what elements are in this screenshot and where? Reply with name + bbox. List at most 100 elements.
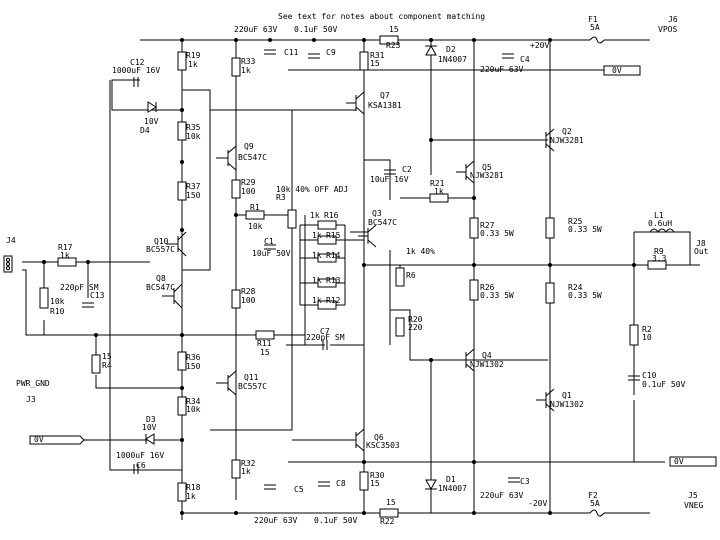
label-c2-ref: C2 — [402, 165, 412, 174]
label-r18-val: 1k — [186, 492, 196, 501]
rail-labels: +20V -20V 0V 0V 0V — [34, 41, 684, 508]
label-r31-val: 15 — [370, 59, 380, 68]
rail-label-neg: -20V — [528, 499, 547, 508]
label-r2-ref: R2 — [642, 325, 652, 334]
label-q4-val: NJW1302 — [470, 360, 504, 369]
label-q9-val: BC547C — [238, 153, 267, 162]
label-j8-ref: J8 — [696, 239, 706, 248]
label-c7-val: 220pF SM — [306, 333, 345, 342]
label-r13-ref: R13 — [326, 276, 341, 285]
label-r22-ref: R22 — [380, 517, 395, 526]
label-c5-ref: C5 — [294, 485, 304, 494]
label-r34-ref: R34 — [186, 397, 201, 406]
label-c12-ref: C12 — [130, 58, 145, 67]
label-r3-val: 10k 40% OFF ADJ — [276, 185, 348, 194]
label-j3-ref: J3 — [26, 395, 36, 404]
label-r15-ref: R15 — [326, 231, 341, 240]
label-c9-ref: C9 — [326, 48, 336, 57]
label-q8-ref: Q8 — [156, 274, 166, 283]
label-j6-ref: J6 — [668, 15, 678, 24]
rail-label-pos: +20V — [530, 41, 549, 50]
label-d3-val: 10V — [142, 423, 157, 432]
label-j5-ref: J5 — [688, 491, 698, 500]
schematic-title: See text for notes about component match… — [278, 12, 485, 21]
diode-symbols — [145, 44, 437, 491]
label-r6-val: 1k 40% — [406, 247, 435, 256]
label-j6-val: VPOS — [658, 25, 677, 34]
label-r4-ref: R4 — [102, 361, 112, 370]
label-r19-ref: R19 — [186, 51, 201, 60]
label-r15-val: 1k — [312, 231, 322, 240]
label-q7-val: KSA1381 — [368, 101, 402, 110]
label-r26-val: 0.33 5W — [480, 291, 514, 300]
label-r26-ref: R26 — [480, 283, 495, 292]
label-l1-ref: L1 — [654, 211, 664, 220]
label-j4-ref: J4 — [6, 236, 16, 245]
label-r23-ref: R23 — [386, 41, 401, 50]
label-r11-val: 15 — [260, 348, 270, 357]
label-q10-val: BC557C — [146, 245, 175, 254]
label-q4-ref: Q4 — [482, 351, 492, 360]
label-r28-val: 100 — [241, 296, 256, 305]
label-c6-ref: C6 — [136, 461, 146, 470]
label-q6-ref: Q6 — [374, 433, 384, 442]
label-q5-val: NJW3281 — [470, 171, 504, 180]
label-c8-ref: C8 — [336, 479, 346, 488]
label-f2-ref: F2 — [588, 491, 598, 500]
label-d4-ref: D4 — [140, 126, 150, 135]
label-r24-val: 0.33 5W — [568, 291, 602, 300]
label-r30-val: 15 — [370, 479, 380, 488]
label-c2-val: 10uF 16V — [370, 175, 409, 184]
label-r12-val: 1k — [312, 296, 322, 305]
label-r14-val: 1k — [312, 251, 322, 260]
label-c5-val: 220uF 63V — [254, 516, 298, 525]
label-c11-val: 220uF 63V — [234, 25, 278, 34]
label-f1-ref: F1 — [588, 15, 598, 24]
label-r23-val: 15 — [389, 25, 399, 34]
label-r10-val: 10k — [50, 297, 65, 306]
label-r17-ref: R17 — [58, 243, 73, 252]
transistor-symbols — [162, 91, 555, 452]
label-r36-val: 150 — [186, 362, 201, 371]
label-c7-ref: C7 — [320, 327, 330, 336]
label-d4-val: 10V — [144, 117, 159, 126]
label-r29-ref: R29 — [241, 178, 256, 187]
label-r20-val: 220 — [408, 323, 423, 332]
rail-label-gnd-top: 0V — [612, 66, 622, 75]
label-d3-ref: D3 — [146, 415, 156, 424]
label-q5-ref: Q5 — [482, 163, 492, 172]
label-r25-val: 0.33 5W — [568, 225, 602, 234]
label-r12-ref: R12 — [326, 296, 341, 305]
label-r13-val: 1k — [312, 276, 322, 285]
label-q1-ref: Q1 — [562, 391, 572, 400]
label-r10-ref: R10 — [50, 307, 65, 316]
label-r31-ref: R31 — [370, 51, 385, 60]
label-r4-val: 15 — [102, 352, 112, 361]
label-c9-val: 0.1uF 50V — [294, 25, 338, 34]
label-f2-val: 5A — [590, 499, 600, 508]
label-r18-ref: R18 — [186, 483, 201, 492]
label-q3-ref: Q3 — [372, 209, 382, 218]
label-q1-val: NJW1302 — [550, 400, 584, 409]
label-r30-ref: R30 — [370, 471, 385, 480]
label-r28-ref: R28 — [241, 287, 256, 296]
label-r9-ref: R9 — [654, 247, 664, 256]
label-c13-val: 220pF SM — [60, 283, 99, 292]
label-r1-ref: R1 — [250, 203, 260, 212]
label-r34-val: 10k — [186, 405, 201, 414]
label-c10-ref: C10 — [642, 371, 657, 380]
label-c4-val: 220uF 63V — [480, 65, 524, 74]
label-r33-ref: R33 — [241, 57, 256, 66]
label-r36-ref: R36 — [186, 353, 201, 362]
label-r11-ref: R11 — [257, 339, 272, 348]
label-r19-val: 1k — [188, 60, 198, 69]
label-r21-ref: R21 — [430, 179, 445, 188]
label-r27-ref: R27 — [480, 221, 495, 230]
label-c1-val: 10uF 50V — [252, 249, 291, 258]
label-j5-val: VNEG — [684, 501, 703, 510]
label-c6-val: 1000uF 16V — [116, 451, 164, 460]
rail-label-gnd-left: 0V — [34, 435, 44, 444]
label-r35-val: 10k — [186, 132, 201, 141]
label-r6-ref: R6 — [406, 271, 416, 280]
